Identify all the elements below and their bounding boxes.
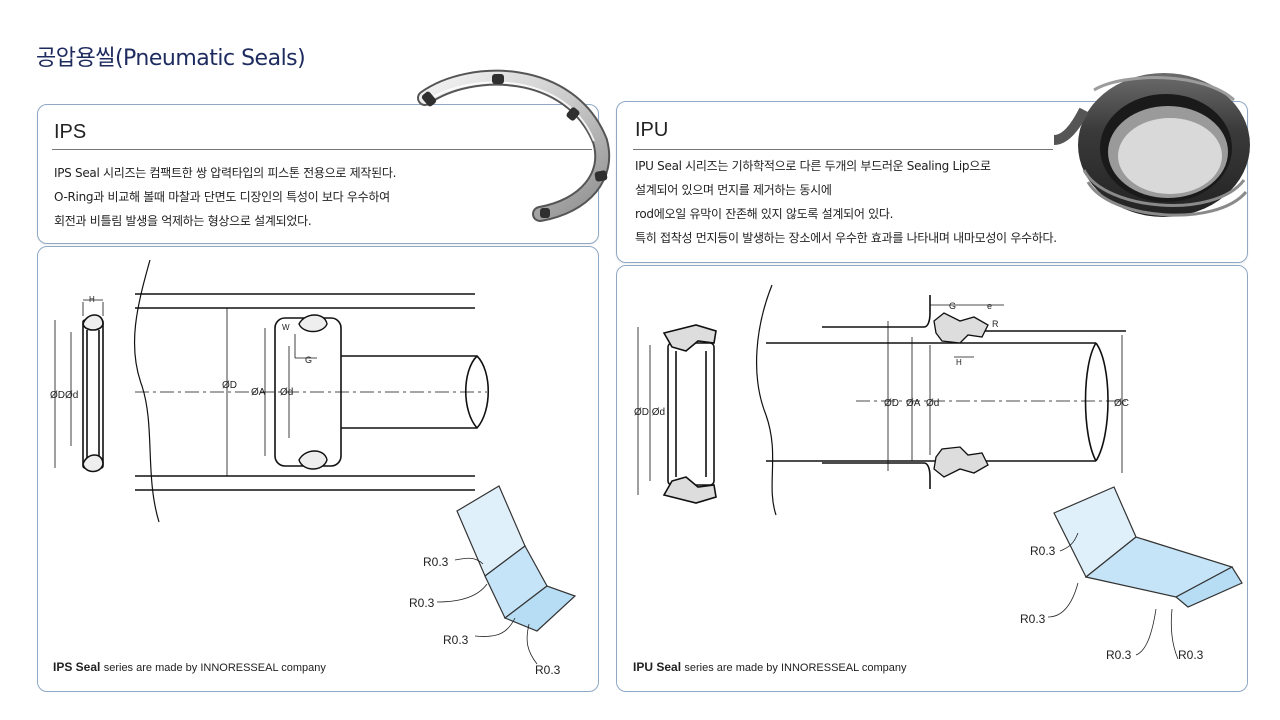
ipu-footer-text: series are made by INNORESSEAL company [684, 662, 907, 674]
ipu-radius-label-1: R0.3 [1030, 544, 1056, 558]
ipu-title: IPU [635, 119, 669, 141]
ips-dim-od: ØD [50, 390, 65, 401]
ipu-radius-label-2: R0.3 [1020, 612, 1046, 626]
ips-dim-g: G [305, 355, 312, 365]
ips-dim-h: H [89, 295, 95, 304]
ipu-dim-od-id: ØD Ød [634, 407, 665, 418]
ips-radius-label-4: R0.3 [535, 663, 561, 677]
ips-description-line: O-Ring과 비교해 볼때 마찰과 단면도 디장인의 특성이 보다 우수하여 [54, 190, 390, 204]
ips-description-card: IPS IPS Seal 시리즈는 컴팩트한 쌍 압력타입의 피스톤 전용으로 … [37, 104, 599, 244]
ips-radius-label-1: R0.3 [423, 555, 449, 569]
ipu-radius-label-3: R0.3 [1106, 648, 1132, 662]
page-title: 공압용씰(Pneumatic Seals) [36, 46, 306, 71]
ipu-dim-r: R [992, 319, 999, 329]
ipu-radius-label-4: R0.3 [1178, 648, 1204, 662]
ips-dim-oa: ØA [251, 387, 266, 398]
ipu-seal-image [1053, 73, 1250, 217]
ipu-description-line: IPU Seal 시리즈는 기하학적으로 다른 두개의 부드러운 Sealing… [635, 159, 991, 173]
ipu-technical-drawing: ØD Ød ØD ØA Ød ØC G e R H [634, 284, 1243, 662]
ips-dim-od2: ØD [222, 380, 237, 391]
ipu-dim-oa: ØA [906, 398, 921, 409]
ipu-drawing-card: IPU Seal series are made by INNORESSEAL … [616, 265, 1248, 692]
ips-footer-note: IPS Seal series are made by INNORESSEAL … [53, 660, 326, 674]
ips-dim-id2: Ød [280, 387, 293, 398]
ipu-footer-note: IPU Seal series are made by INNORESSEAL … [633, 660, 907, 674]
ipu-dim-h: H [956, 358, 962, 367]
ipu-dim-id: Ød [926, 398, 939, 409]
ips-title: IPS [54, 121, 87, 143]
ips-seal-ring-image [417, 69, 611, 222]
ips-footer-text: series are made by INNORESSEAL company [103, 662, 326, 674]
ips-footer-bold: IPS Seal [53, 660, 101, 674]
ipu-footer-bold: IPU Seal [633, 660, 682, 674]
ipu-title-rule [633, 149, 1053, 150]
ips-radius-label-3: R0.3 [443, 633, 469, 647]
ips-description-line: IPS Seal 시리즈는 컴팩트한 쌍 압력타입의 피스톤 전용으로 제작된다… [54, 166, 397, 180]
ips-title-rule [52, 149, 592, 150]
ips-technical-drawing: ØD Ød H ØD ØA Ød W G [50, 259, 577, 677]
ips-dim-id: Ød [65, 390, 78, 401]
ipu-description-line: 특히 접착성 먼지등이 발생하는 장소에서 우수한 효과를 나타내며 내마모성이… [635, 231, 1057, 245]
ips-radius-label-2: R0.3 [409, 596, 435, 610]
ipu-description-line: 설계되어 있으며 먼지를 제거하는 동시에 [635, 183, 832, 197]
ips-dim-w: W [282, 323, 290, 332]
ipu-dim-g: G [949, 301, 956, 311]
ipu-dim-oc: ØC [1114, 398, 1129, 409]
ipu-description-line: rod에오일 유막이 잔존해 있지 않도록 설계되어 있다. [635, 207, 894, 221]
ips-description-line: 회전과 비틀림 발생을 억제하는 형상으로 설계되었다. [54, 214, 312, 228]
ipu-dim-e: e [987, 301, 992, 311]
ipu-dim-od: ØD [884, 398, 899, 409]
